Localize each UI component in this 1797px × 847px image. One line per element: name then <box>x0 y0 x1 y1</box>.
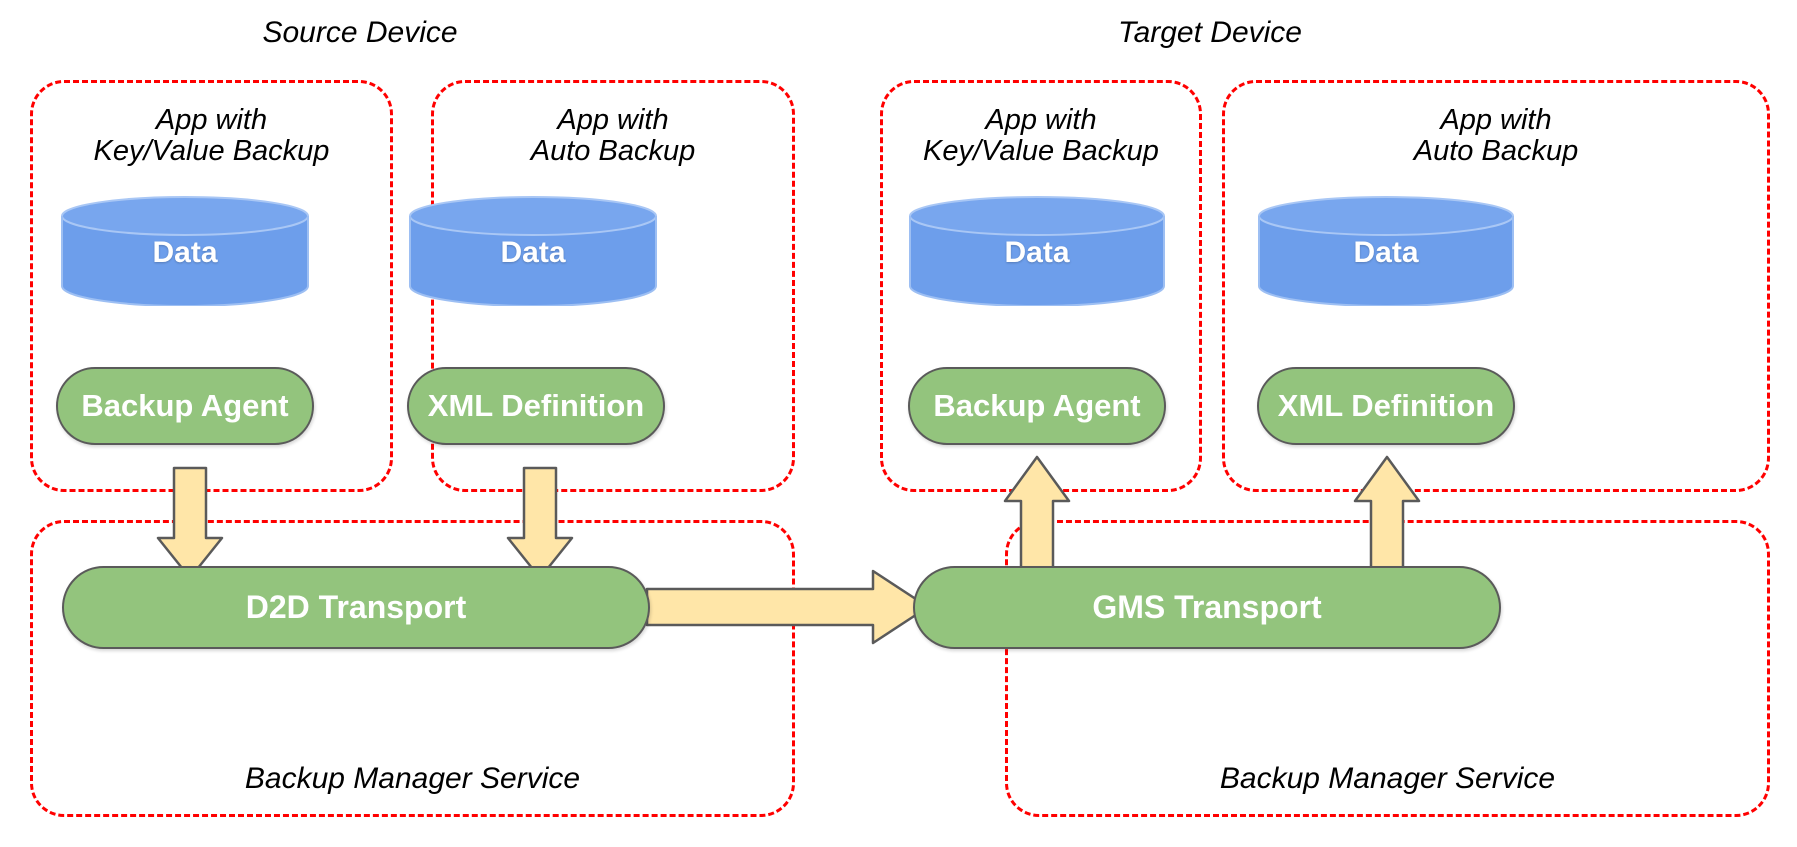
arrow-gms-to-target-xml-icon <box>1353 455 1421 577</box>
panel-source-app-keyvalue-label: App with Key/Value Backup <box>93 104 330 168</box>
panel-source-app-autobackup-label: App with Auto Backup <box>530 104 696 168</box>
arrow-d2d-to-gms-icon <box>645 568 930 646</box>
pill-source-backup-agent[interactable]: Backup Agent <box>56 367 314 445</box>
pill-source-xml-definition[interactable]: XML Definition <box>407 367 665 445</box>
arrow-gms-to-target-kv-agent-icon <box>1003 455 1071 577</box>
cylinder-source-kv-data: Data <box>60 196 310 306</box>
cylinder-source-auto-data: Data <box>408 196 658 306</box>
panel-target-app-autobackup[interactable]: App with Auto Backup <box>1222 80 1770 492</box>
panel-target-backup-manager-service-label: Backup Manager Service <box>1219 762 1556 795</box>
cylinder-target-auto-data: Data <box>1257 196 1515 306</box>
panel-target-backup-manager-service[interactable]: Backup Manager Service <box>1005 520 1770 817</box>
pill-gms-transport[interactable]: GMS Transport <box>913 566 1501 649</box>
panel-source-backup-manager-service-label: Backup Manager Service <box>244 762 581 795</box>
panel-target-app-keyvalue-label: App with Key/Value Backup <box>923 104 1159 168</box>
panel-target-app-autobackup-label: App with Auto Backup <box>1413 104 1579 168</box>
cylinder-target-kv-data: Data <box>908 196 1166 306</box>
panel-source-backup-manager-service[interactable]: Backup Manager Service <box>30 520 795 817</box>
source-device-title: Source Device <box>262 16 458 49</box>
pill-target-backup-agent[interactable]: Backup Agent <box>908 367 1166 445</box>
arrow-source-xml-to-d2d-icon <box>506 466 574 580</box>
panel-source-app-keyvalue[interactable]: App with Key/Value Backup <box>30 80 393 492</box>
target-device-title: Target Device <box>1118 16 1302 49</box>
pill-d2d-transport[interactable]: D2D Transport <box>62 566 650 649</box>
arrow-source-kv-agent-to-d2d-icon <box>156 466 224 580</box>
pill-target-xml-definition[interactable]: XML Definition <box>1257 367 1515 445</box>
